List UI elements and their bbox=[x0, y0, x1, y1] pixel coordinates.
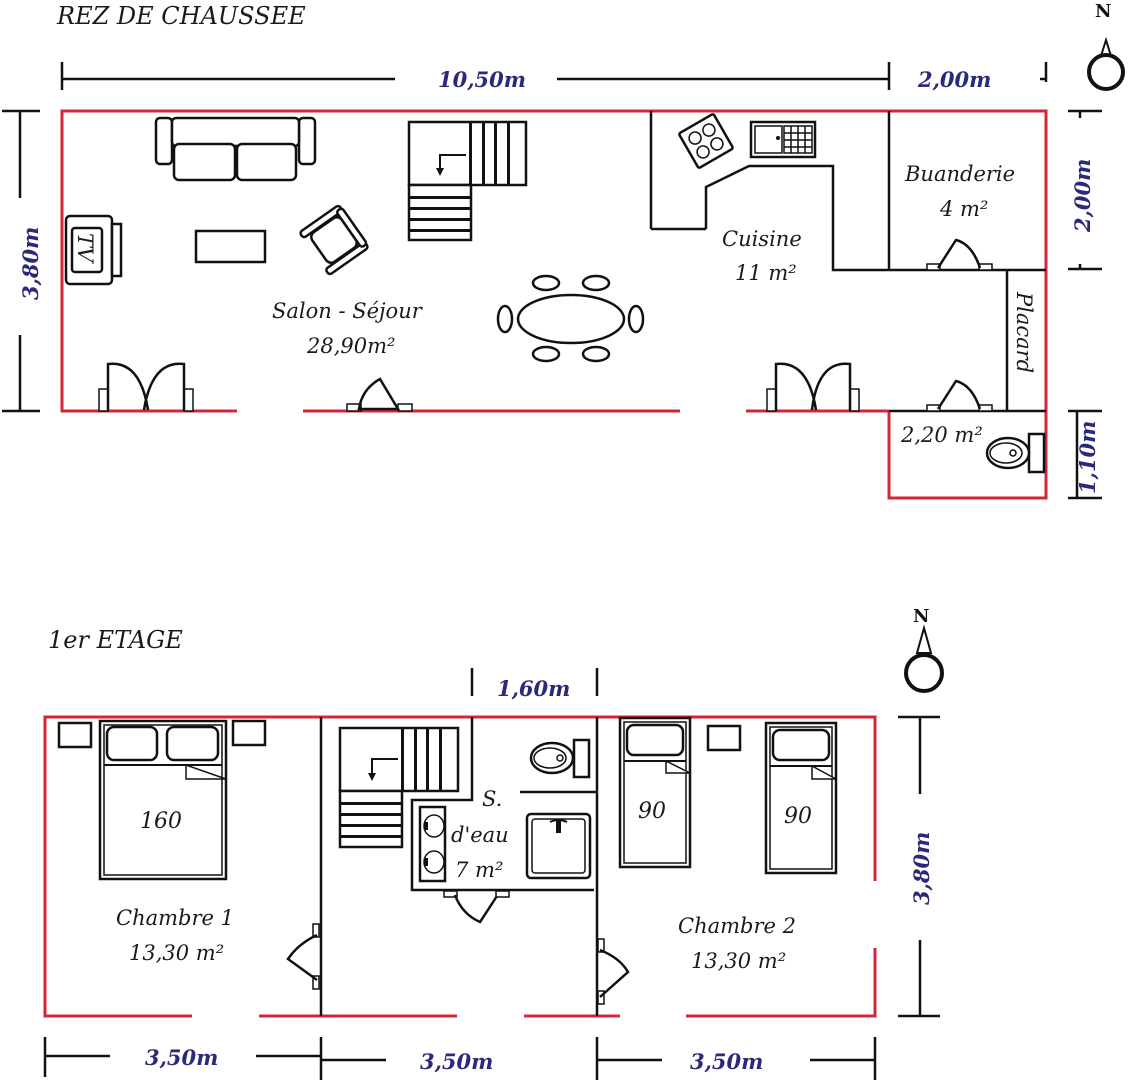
door-wc bbox=[926, 379, 993, 412]
first-floor-title: 1er ETAGE bbox=[48, 626, 183, 654]
room-wc-area: 2,20 m² bbox=[900, 423, 983, 447]
dimension-right: 2,00m 1,10m bbox=[1068, 109, 1102, 500]
dim-width-3: 3,50m bbox=[690, 1049, 763, 1074]
bed-size-single-1: 90 bbox=[638, 799, 666, 824]
interior-walls-ff bbox=[319, 717, 599, 1016]
dim-width-1: 3,50m bbox=[145, 1045, 218, 1070]
dimension-sde: 1,60m bbox=[470, 668, 599, 701]
dim-height-wc: 1,10m bbox=[1075, 421, 1100, 494]
room-chambre2-name: Chambre 2 bbox=[678, 914, 796, 938]
dimension-bottom-ff: 3,50m 3,50m 3,50m bbox=[43, 1037, 877, 1080]
room-salon-name: Salon - Séjour bbox=[272, 299, 424, 323]
first-floor: 1er ETAGE N 1,60m 3,80m bbox=[43, 606, 944, 1080]
room-buanderie-name: Buanderie bbox=[904, 162, 1015, 186]
interior-walls bbox=[649, 111, 1046, 413]
door-chambre2 bbox=[597, 938, 630, 1005]
dim-width-main: 10,50m bbox=[438, 67, 526, 92]
room-cuisine-name: Cuisine bbox=[722, 227, 802, 251]
single-bed-icon: 90 bbox=[764, 721, 838, 875]
toilet-icon bbox=[985, 432, 1046, 474]
armchair-icon bbox=[299, 204, 369, 276]
staircase-icon bbox=[338, 726, 460, 849]
dim-height-main: 3,80m bbox=[18, 227, 43, 300]
door-sde bbox=[443, 890, 510, 924]
north-arrow-icon: N bbox=[904, 606, 944, 693]
room-chambre2-area: 13,30 m² bbox=[691, 949, 786, 973]
room-sde-area: 7 m² bbox=[455, 858, 503, 882]
dim-height-buanderie: 2,00m bbox=[1070, 159, 1095, 233]
dim-width-sde: 1,60m bbox=[497, 676, 570, 701]
exterior-walls-ff bbox=[43, 715, 877, 1018]
door-chambre1 bbox=[286, 923, 320, 990]
dim-width-annex: 2,00m bbox=[917, 67, 991, 92]
bed-size-single-2: 90 bbox=[784, 804, 812, 829]
toilet-icon bbox=[529, 738, 591, 779]
room-cuisine-area: 11 m² bbox=[735, 261, 797, 285]
kitchen-sink-icon bbox=[749, 120, 817, 159]
dim-width-2: 3,50m bbox=[420, 1049, 493, 1074]
cooktop-icon bbox=[678, 113, 734, 169]
dim-height-ff: 3,80m bbox=[909, 832, 934, 905]
room-buanderie-area: 4 m² bbox=[939, 197, 988, 221]
staircase-icon bbox=[407, 120, 528, 242]
room-sde-name-2: d'eau bbox=[451, 823, 509, 847]
ground-floor-title: REZ DE CHAUSSEE bbox=[56, 2, 306, 30]
double-door-entrance-right bbox=[766, 362, 860, 412]
dimension-left: 3,80m bbox=[2, 109, 43, 413]
bed-size-double: 160 bbox=[140, 809, 182, 834]
svg-text:TV: TV bbox=[73, 233, 97, 264]
door-buanderie bbox=[926, 238, 993, 271]
sofa-icon bbox=[154, 116, 317, 182]
dimension-right-ff: 3,80m bbox=[898, 715, 940, 1018]
north-arrow-icon: N bbox=[1087, 1, 1125, 91]
door-salon-bottom bbox=[346, 377, 413, 412]
single-bed-icon: 90 bbox=[618, 716, 692, 869]
room-placard-name: Placard bbox=[1012, 291, 1036, 373]
coffee-table-icon bbox=[194, 229, 267, 264]
double-door-entrance-left bbox=[98, 362, 194, 412]
svg-text:N: N bbox=[1095, 1, 1111, 22]
double-vanity-icon bbox=[418, 805, 447, 883]
room-chambre1-name: Chambre 1 bbox=[116, 906, 234, 930]
svg-text:N: N bbox=[913, 606, 929, 627]
room-salon-area: 28,90m² bbox=[306, 334, 395, 358]
shower-icon bbox=[525, 812, 592, 880]
ground-floor: REZ DE CHAUSSEE 10,50m 2,00m 3,80m bbox=[2, 1, 1125, 500]
dining-table-icon bbox=[496, 274, 645, 363]
room-chambre1-area: 13,30 m² bbox=[129, 941, 224, 965]
double-bed-icon: 160 bbox=[57, 719, 267, 881]
room-sde-name-1: S. bbox=[482, 787, 502, 811]
tv-icon: TV bbox=[64, 214, 123, 286]
nightstand-icon bbox=[706, 724, 742, 752]
dimension-top: 10,50m 2,00m bbox=[60, 62, 1048, 92]
